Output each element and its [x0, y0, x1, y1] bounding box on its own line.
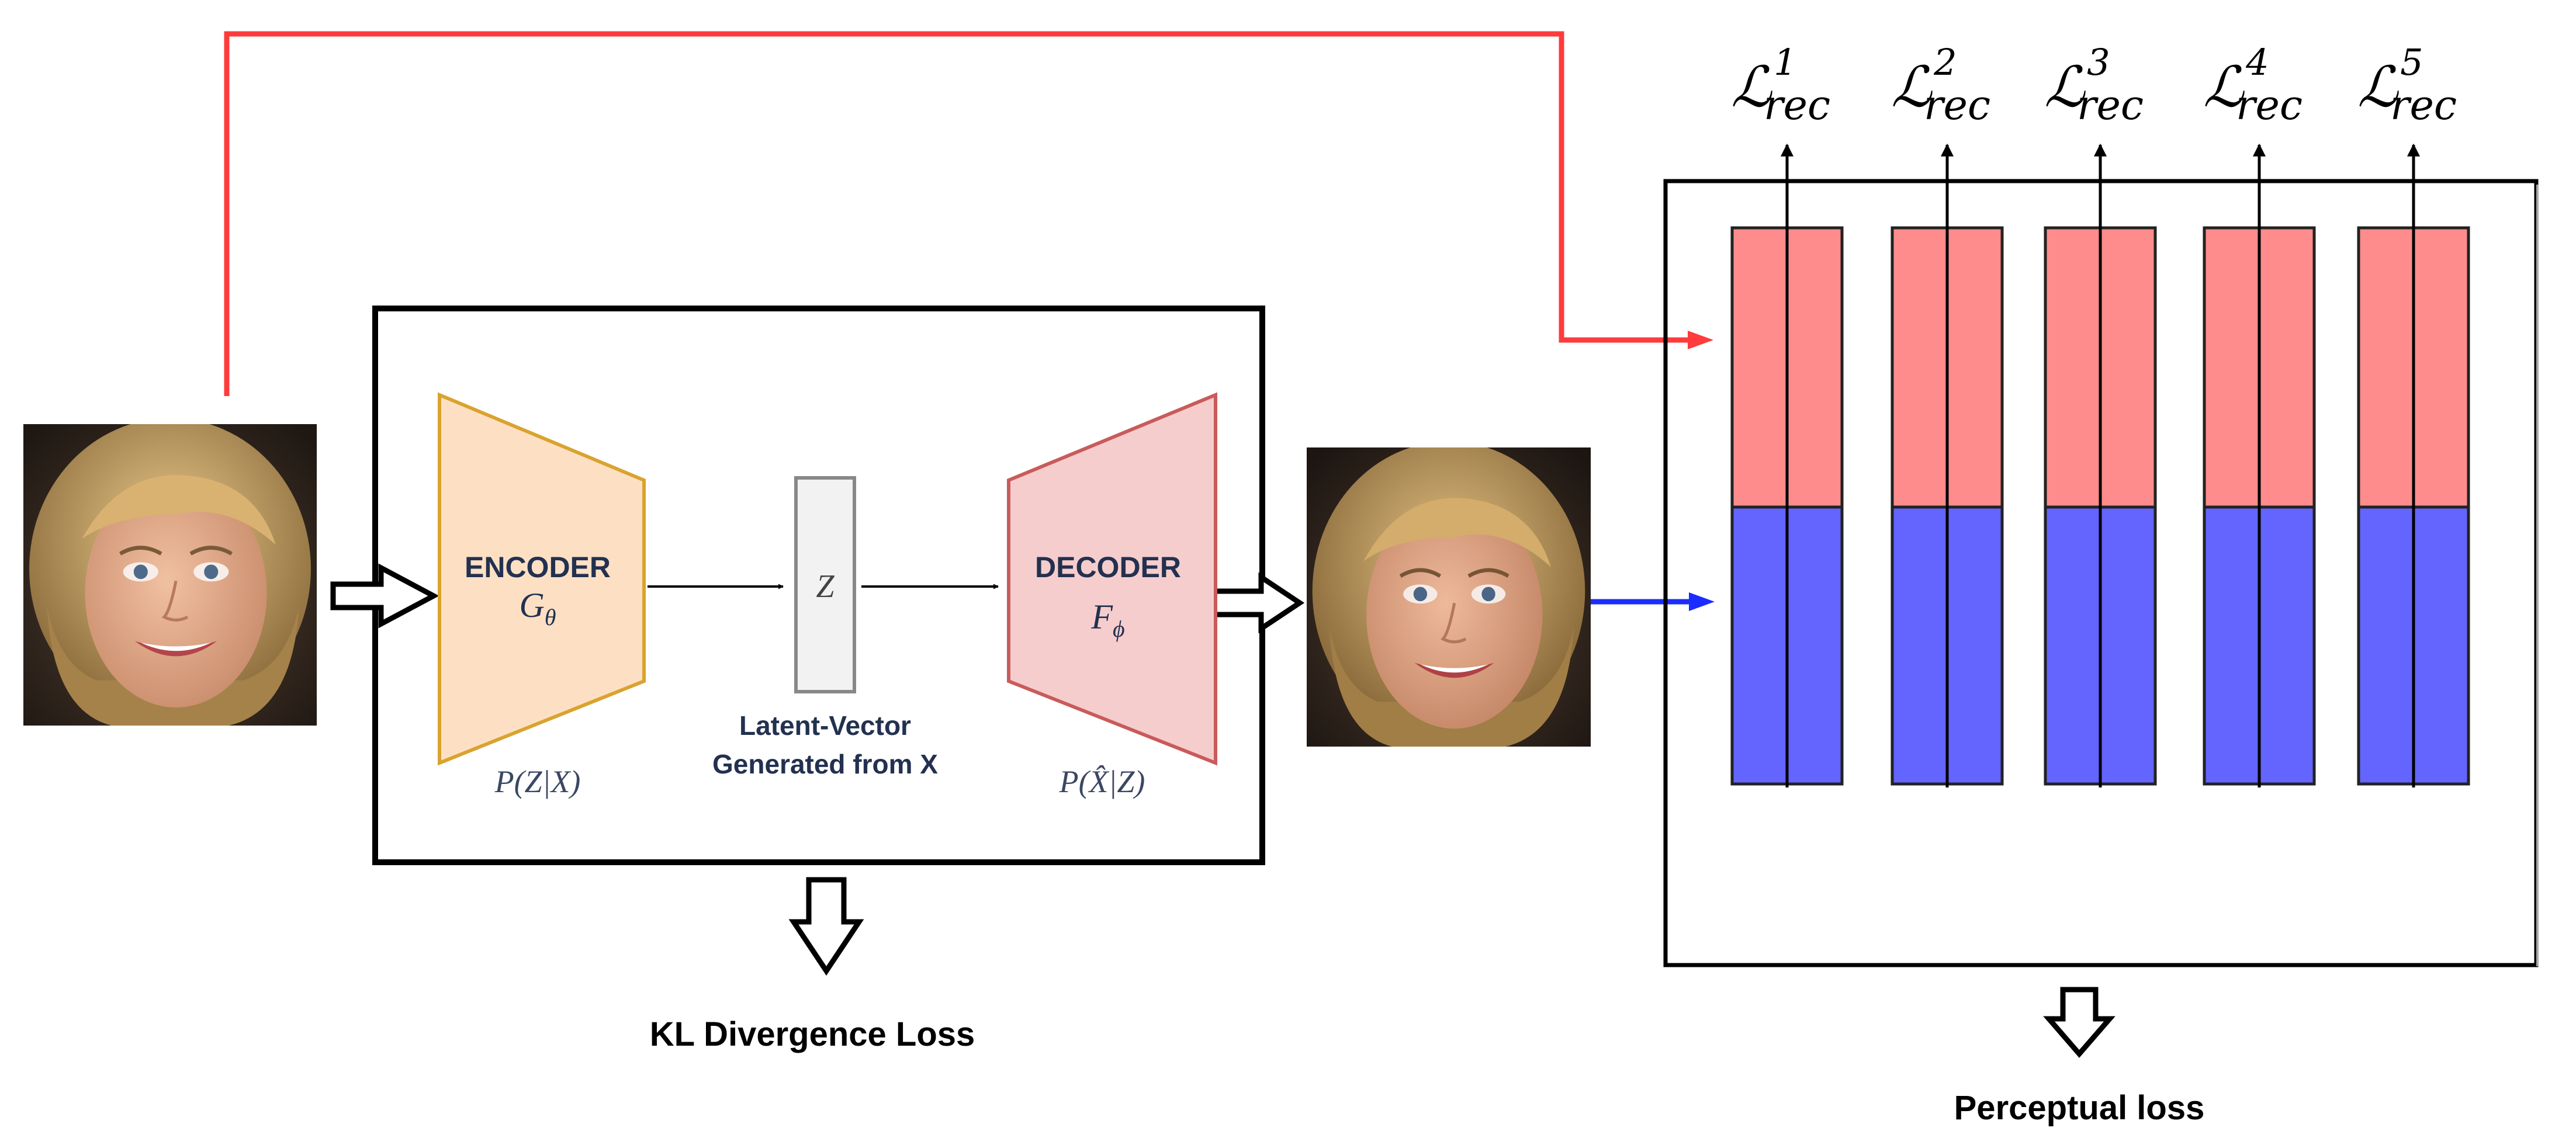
feature-column-3 — [2044, 143, 2157, 787]
hollow-arrow-right — [330, 563, 439, 629]
encoder-block — [438, 392, 646, 766]
kl-divergence-loss-label: KL Divergence Loss — [650, 1015, 975, 1053]
reconstruction-loss-symbol: ℒ — [1891, 54, 1933, 120]
decoder-block — [1007, 392, 1217, 766]
latent-caption-line2: Generated from X — [712, 749, 938, 779]
hollow-arrow-right — [1211, 572, 1305, 634]
feature-column-1 — [1730, 143, 1844, 787]
encoder-symbol: Gθ — [520, 586, 556, 630]
reconstruction-loss-subscript: rec — [2077, 81, 2144, 129]
decoder-distribution: P(X̂|Z) — [1059, 764, 1145, 799]
reconstruction-loss-index: 2 — [1933, 41, 1957, 84]
reconstruction-loss-index: 1 — [1774, 41, 1796, 84]
reconstructed-image-path-arrowhead — [1689, 592, 1715, 611]
reconstruction-loss-subscript: rec — [1764, 81, 1830, 129]
decoder-symbol-sub: ϕ — [1113, 616, 1125, 642]
reconstruction-loss-subscript: rec — [1924, 81, 1990, 129]
feature-columns — [1730, 143, 2470, 787]
reconstruction-loss-symbol: ℒ — [2203, 54, 2245, 120]
reconstruction-loss-subscript: rec — [2236, 81, 2303, 129]
latent-symbol: Z — [816, 568, 835, 605]
reconstruction-loss-symbol: ℒ — [2357, 54, 2399, 120]
encoder-title: ENCODER — [465, 551, 611, 584]
hollow-arrow-down — [2043, 987, 2115, 1058]
real-image-path-line — [224, 31, 1689, 396]
real-image-path-arrowhead — [1688, 331, 1713, 349]
perceptual-loss-label: Perceptual loss — [1954, 1089, 2205, 1127]
reconstruction-loss-symbol: ℒ — [1731, 54, 1772, 120]
encoder-distribution: P(Z|X) — [494, 764, 581, 799]
feature-column-4 — [2203, 143, 2316, 787]
reconstruction-loss-index: 4 — [2245, 41, 2269, 84]
reconstruction-loss-index: 3 — [2087, 41, 2110, 84]
reconstruction-loss-index: 5 — [2400, 41, 2423, 84]
reconstruction-loss-symbol: ℒ — [2044, 54, 2086, 120]
reconstructed-face-photo — [1307, 447, 1591, 747]
latent-caption-line1: Latent-Vector — [739, 710, 911, 741]
latent-vector-block — [794, 476, 856, 693]
hollow-arrow-down — [788, 877, 864, 976]
feature-column-5 — [2357, 143, 2470, 787]
feature-column-2 — [1891, 143, 2004, 787]
input-face-photo — [23, 424, 317, 726]
decoder-symbol: Fϕ — [1090, 598, 1124, 642]
reconstruction-loss-subscript: rec — [2390, 81, 2457, 129]
encoder-symbol-sub: θ — [545, 604, 556, 630]
decoder-title: DECODER — [1035, 551, 1181, 584]
